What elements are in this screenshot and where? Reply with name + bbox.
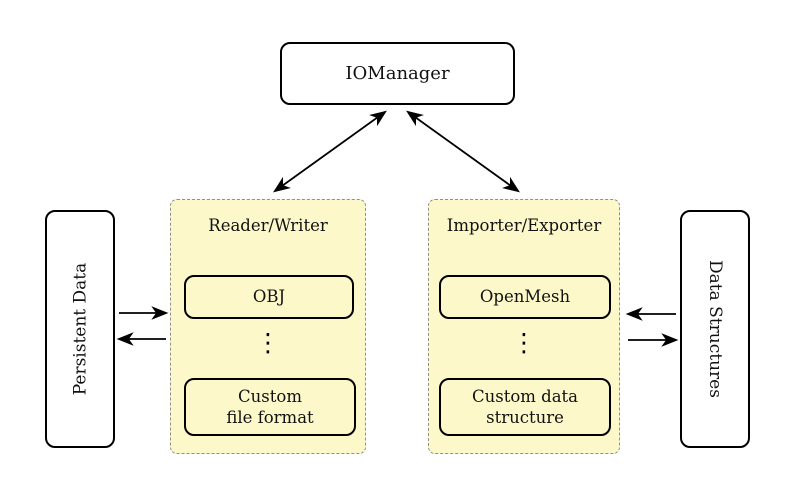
reader-writer-ellipsis: ⋮ [255,328,281,357]
custom-data-structure-label: Custom data structure [471,386,579,427]
reader-writer-panel: Reader/Writer OBJ ⋮ Custom file format [170,199,366,454]
obj-node: OBJ [184,275,354,319]
data-structures-label: Data Structures [705,260,725,398]
iomanager-label: IOManager [345,63,450,84]
openmesh-node: OpenMesh [439,275,611,319]
importer-exporter-panel: Importer/Exporter OpenMesh ⋮ Custom data… [428,199,620,454]
custom-data-structure-node: Custom data structure [439,378,611,436]
arrow-iomanager-importerexporter [406,110,520,193]
reader-writer-title: Reader/Writer [208,216,328,235]
custom-file-format-label: Custom file format [226,386,314,427]
openmesh-label: OpenMesh [479,287,571,307]
obj-label: OBJ [252,287,286,307]
iomanager-node: IOManager [280,42,515,105]
persistent-data-label: Persistent Data [70,262,90,396]
arrow-iomanager-readerwriter [273,110,387,193]
importer-exporter-title: Importer/Exporter [446,216,602,235]
persistent-data-node: Persistent Data [45,210,115,448]
custom-file-format-node: Custom file format [184,378,356,436]
data-structures-node: Data Structures [680,210,750,448]
importer-exporter-ellipsis: ⋮ [511,328,537,357]
